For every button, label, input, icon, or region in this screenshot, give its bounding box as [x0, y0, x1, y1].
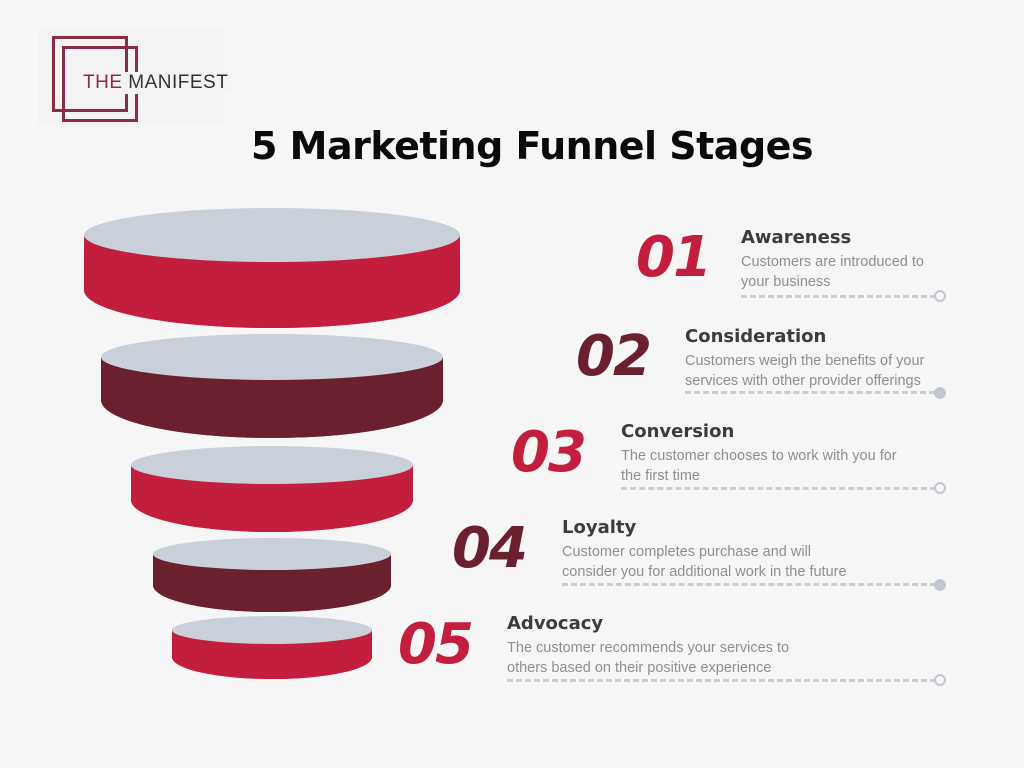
- logo-text: THE MANIFEST: [80, 72, 232, 94]
- logo-text-the: THE: [83, 72, 123, 93]
- dot-end-icon: [934, 387, 946, 399]
- stage-number: 02: [576, 324, 652, 389]
- stage-heading: Loyalty: [562, 517, 637, 538]
- stage-description-line-2: services with other provider offerings: [685, 373, 921, 389]
- logo-text-manifest: MANIFEST: [128, 72, 229, 93]
- ring-end-icon: [934, 674, 946, 686]
- funnel-disk-1: [84, 208, 460, 328]
- dot-end-icon: [934, 579, 946, 591]
- stage-number: 04: [452, 516, 528, 581]
- stage-description-line-1: Customer completes purchase and will: [562, 544, 812, 560]
- stage-description-line-2: consider you for additional work in the …: [562, 564, 847, 580]
- stage-description-line-2: the first time: [621, 468, 700, 484]
- ring-end-icon: [934, 290, 946, 302]
- stage-heading: Awareness: [741, 227, 852, 248]
- stage-heading: Advocacy: [507, 613, 604, 634]
- dashed-divider: [741, 295, 936, 298]
- page-title: 5 Marketing Funnel Stages: [250, 124, 814, 168]
- stage-description-line-1: Customers weigh the benefits of your: [685, 353, 925, 369]
- stage-description-line-1: The customer recommends your services to: [507, 640, 790, 656]
- stage-heading: Conversion: [621, 421, 735, 442]
- stage-number: 05: [398, 612, 474, 677]
- funnel-disk-4: [153, 538, 391, 612]
- ring-end-icon: [934, 482, 946, 494]
- funnel-disk-3: [131, 446, 413, 532]
- stage-heading: Consideration: [685, 326, 827, 347]
- stage-description-line-1: The customer chooses to work with you fo…: [621, 448, 897, 464]
- stage-description-line-2: your business: [741, 274, 831, 290]
- dashed-divider: [562, 583, 936, 586]
- funnel-disk-2: [101, 334, 443, 438]
- funnel-disk-5: [172, 616, 372, 679]
- stage-description-line-2: others based on their positive experienc…: [507, 660, 772, 676]
- dashed-divider: [621, 487, 936, 490]
- stage-description-line-1: Customers are introduced to: [741, 254, 924, 270]
- stage-number: 03: [511, 420, 587, 485]
- dashed-divider: [685, 391, 935, 394]
- the-manifest-logo: THE MANIFEST: [38, 28, 232, 126]
- dashed-divider: [507, 679, 936, 682]
- stage-number: 01: [636, 225, 712, 290]
